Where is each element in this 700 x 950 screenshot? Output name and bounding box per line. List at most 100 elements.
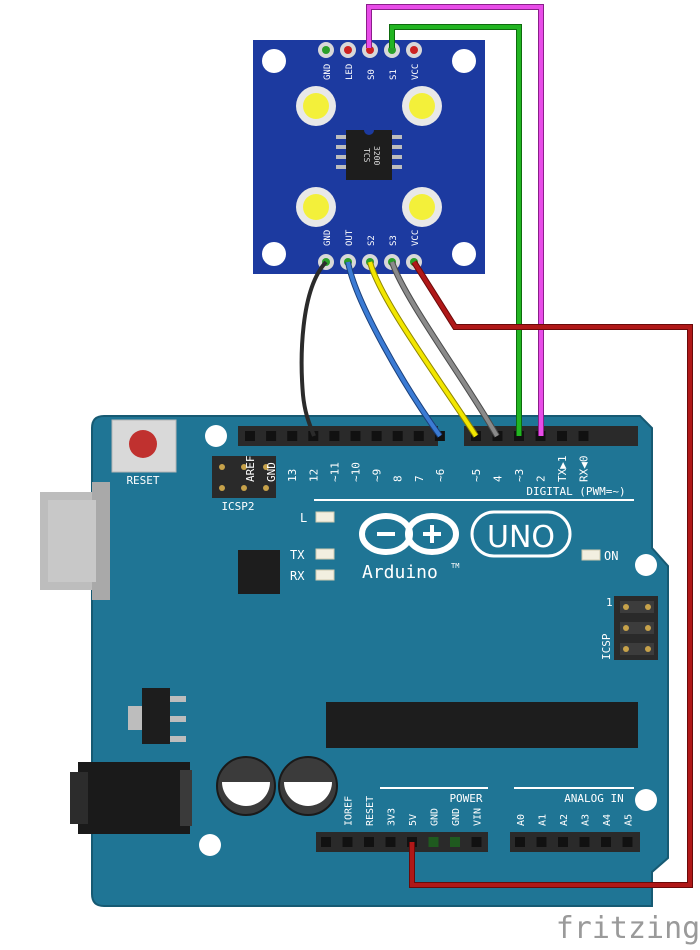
power-pin-socket <box>342 837 353 847</box>
white-led <box>402 187 442 227</box>
arduino-brand: Arduino <box>362 562 438 583</box>
power-pin-label: GND <box>451 808 462 826</box>
reset-label: RESET <box>126 474 159 487</box>
digital-pin-11 <box>329 431 340 441</box>
power-pin-label: 3V3 <box>387 808 398 826</box>
wire-magenta-s0-core <box>367 5 543 436</box>
analog-pin-label: A5 <box>624 814 635 826</box>
uno-badge <box>470 510 572 558</box>
icsp-header <box>614 596 658 660</box>
digital-pin-rx-0 <box>578 431 589 441</box>
white-led <box>296 86 336 126</box>
fritzing-watermark: fritzing <box>556 911 700 946</box>
analog-pin-a1 <box>536 837 547 847</box>
digital-pin-label: 4 <box>492 475 505 482</box>
uno-label: UNO <box>487 520 555 555</box>
digital-pin-8 <box>392 431 403 441</box>
usb-interface-chip <box>238 550 280 594</box>
sensor-mounting-hole <box>262 49 286 73</box>
reset-button[interactable] <box>111 419 177 473</box>
analog-pin-a4 <box>601 837 611 847</box>
digital-pin-label: 12 <box>307 469 320 482</box>
sensor-top-pin-label: LED <box>345 64 355 80</box>
icsp2-header <box>212 456 276 498</box>
capacitor <box>216 756 276 816</box>
power-pin-label: GND <box>430 808 441 826</box>
usb-connector <box>40 482 110 600</box>
analog-pin-label: A1 <box>538 814 549 826</box>
digital-pin-label: AREF <box>244 456 257 483</box>
wire-blue-out <box>345 261 443 438</box>
power-pin-socket <box>385 837 396 847</box>
wire-black-gnd <box>299 260 328 437</box>
sensor-pin-pad <box>410 46 418 54</box>
digital-pin-label: TX▶1 <box>556 456 569 483</box>
mounting-hole <box>205 425 227 447</box>
power-pin-socket <box>428 837 439 847</box>
wire-gray-s3-core <box>390 261 499 437</box>
digital-pin-label: GND <box>265 462 278 482</box>
analog-header-label: ANALOG IN <box>564 792 624 805</box>
sensor-mounting-hole <box>262 242 286 266</box>
voltage-regulator <box>128 688 186 744</box>
chip-label-line1: TCS <box>362 148 371 163</box>
digital-pin-label: 8 <box>392 475 405 482</box>
sensor-mounting-hole <box>452 242 476 266</box>
analog-pin-a5 <box>622 837 633 847</box>
sensor-top-pin-label: VCC <box>411 64 421 80</box>
sensor-bottom-pin-label: S3 <box>389 235 399 246</box>
white-led <box>296 187 336 227</box>
digital-pin-aref <box>245 431 255 441</box>
digital-pin-label: ~5 <box>470 469 483 482</box>
analog-pin-a0 <box>515 837 525 847</box>
analog-pin-label: A3 <box>581 814 592 826</box>
led-rx-label: RX <box>290 569 305 583</box>
digital-pin-label: ~6 <box>434 469 447 482</box>
sensor-top-pin-label: GND <box>323 64 333 80</box>
led-tx-label: TX <box>290 548 305 562</box>
sensor-pin-pad <box>322 46 330 54</box>
digital-pin-gnd <box>266 431 277 441</box>
icsp-pin1-label: 1 <box>606 596 613 609</box>
white-led <box>402 86 442 126</box>
wire-blue-out-core <box>346 261 442 438</box>
sensor-mounting-hole <box>452 49 476 73</box>
icsp2-label: ICSP2 <box>221 500 254 513</box>
led-l <box>315 511 335 523</box>
analog-pin-a2 <box>558 837 568 847</box>
analog-pin-label: A2 <box>559 814 570 826</box>
digital-pin-label: 2 <box>535 475 548 482</box>
mounting-hole <box>635 554 657 576</box>
mounting-hole <box>199 834 221 856</box>
microcontroller-chip <box>326 702 638 748</box>
led-on-label: ON <box>604 549 618 563</box>
digital-pin-label: 7 <box>413 475 426 482</box>
power-header <box>316 832 488 852</box>
digital-pin-label: ~10 <box>350 462 363 482</box>
digital-pin-4 <box>492 431 503 441</box>
led-on <box>581 549 601 561</box>
digital-pin-sockets <box>245 431 589 441</box>
power-header-label: POWER <box>449 792 482 805</box>
led-tx <box>315 548 335 560</box>
wire-green-s1-core <box>390 25 521 436</box>
power-pin-socket <box>450 837 460 847</box>
digital-pin-label: RX◀0 <box>578 456 591 483</box>
power-pin-socket <box>321 837 331 847</box>
power-pin-socket <box>471 837 482 847</box>
wires <box>299 4 693 888</box>
capacitor <box>278 756 338 816</box>
analog-pin-a3 <box>579 837 590 847</box>
sensor-bottom-pin-label: GND <box>323 230 333 246</box>
sensor-bottom-pin-label: S2 <box>367 235 377 246</box>
wire-yellow-s2-core <box>368 261 478 438</box>
digital-pin-label: ~9 <box>371 469 384 482</box>
analog-pin-sockets <box>515 837 633 847</box>
digital-pin-label: 13 <box>286 469 299 482</box>
